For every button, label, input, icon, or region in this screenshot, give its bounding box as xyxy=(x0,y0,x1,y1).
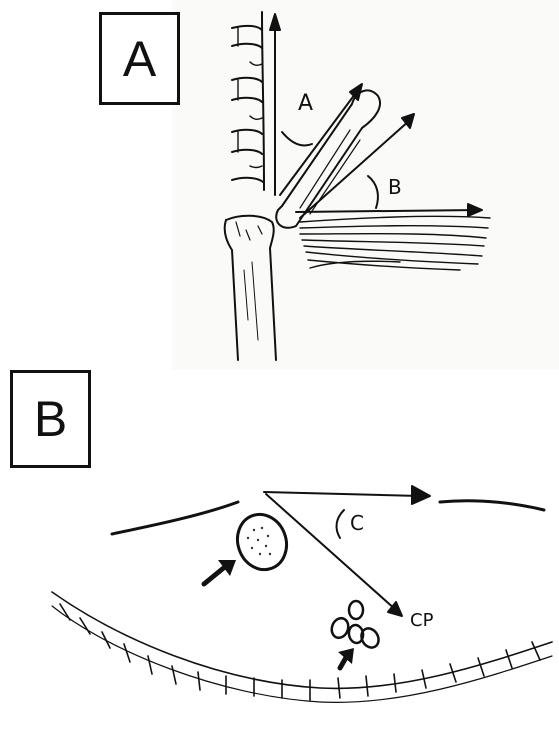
panel-b-drawing: C CP xyxy=(0,370,559,729)
horizontal-reference-arrow xyxy=(264,486,430,504)
spine-vertebrae xyxy=(232,12,264,190)
angled-bone xyxy=(276,90,380,227)
small-bones-cluster xyxy=(329,601,382,651)
cp-arrow xyxy=(266,494,402,616)
panel-a-drawing: A B xyxy=(0,0,559,370)
right-contour-line xyxy=(440,501,544,510)
panel-a: A xyxy=(0,0,559,370)
upper-right-arrow xyxy=(300,114,414,218)
pointer-arrow-round-bone xyxy=(204,560,236,584)
cp-label: CP xyxy=(410,610,434,631)
panel-b: B xyxy=(0,370,559,729)
arrow-a xyxy=(280,84,362,195)
angle-c-label: C xyxy=(350,511,364,535)
muscle-fibres xyxy=(300,216,490,270)
angle-b-label: B xyxy=(388,175,402,199)
angle-arc-c xyxy=(337,510,344,538)
left-contour-line xyxy=(112,502,238,534)
vertical-reference-arrow xyxy=(270,14,280,195)
round-bone xyxy=(230,507,294,576)
angle-a-label: A xyxy=(298,91,313,116)
humerus-bone xyxy=(225,216,276,360)
arrow-b xyxy=(296,204,482,216)
lower-ribs-contour xyxy=(52,592,552,702)
angle-arc-a xyxy=(282,132,312,146)
angle-arc-b xyxy=(368,176,378,208)
pointer-arrow-small-bones xyxy=(338,648,354,668)
